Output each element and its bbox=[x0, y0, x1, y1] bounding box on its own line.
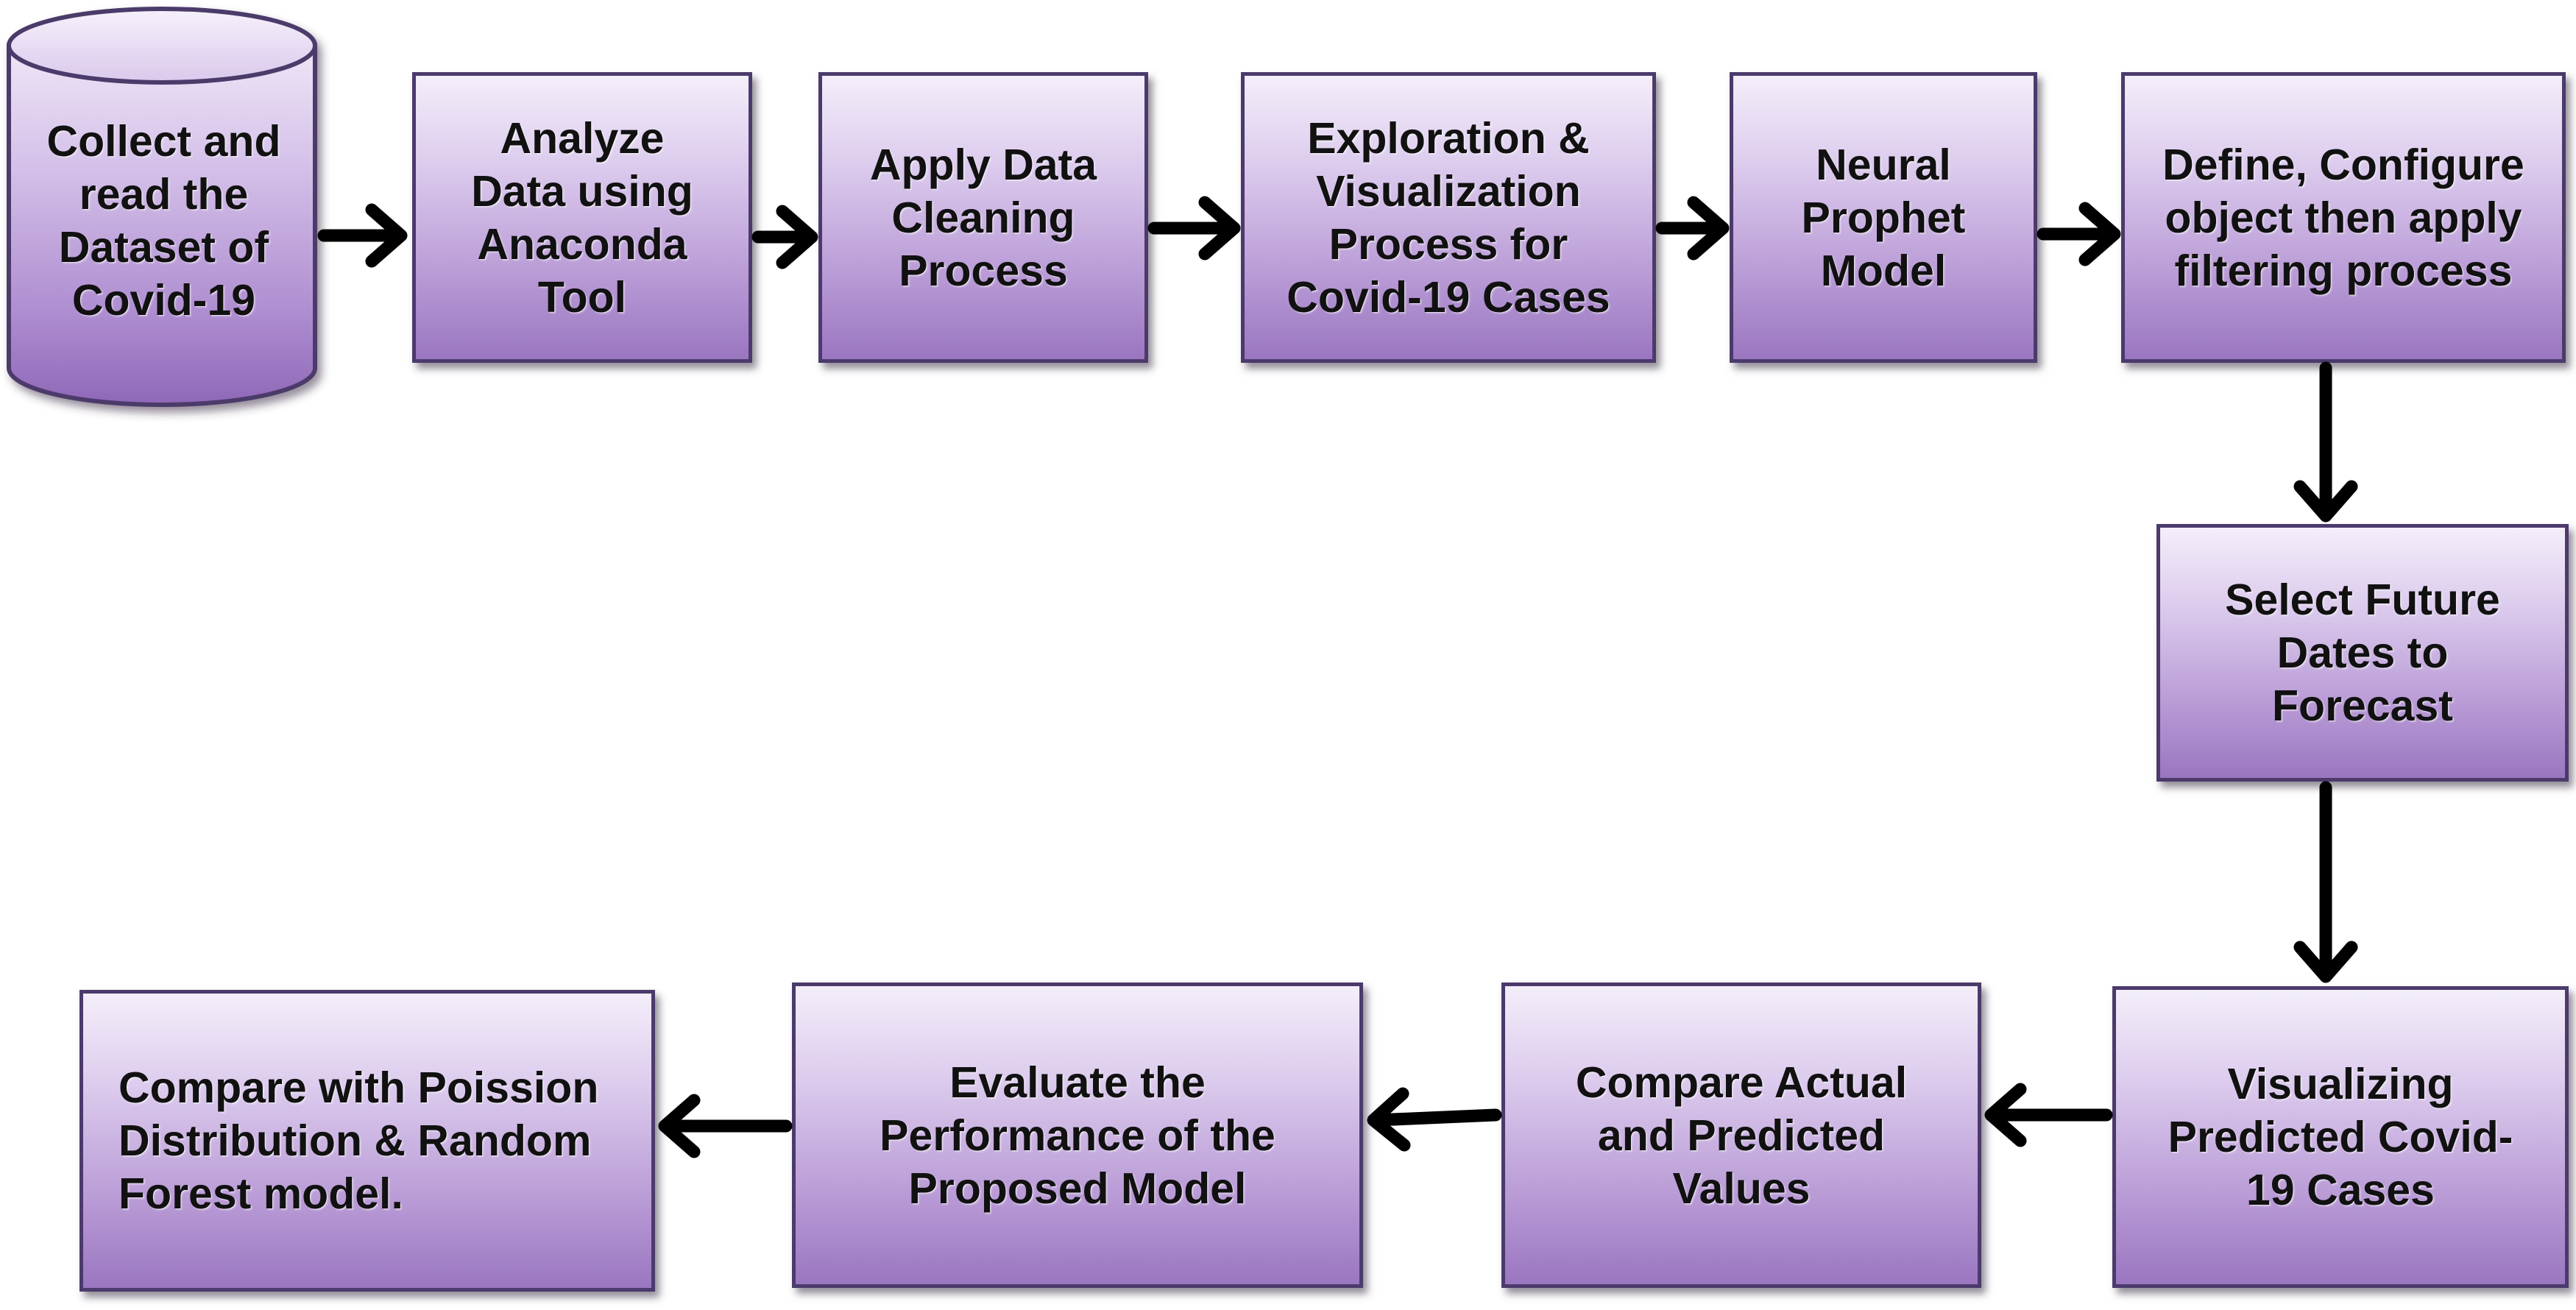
arrow-cleaning-to-exploration bbox=[1147, 196, 1241, 261]
arrow-compare-to-evaluate bbox=[1367, 1087, 1502, 1152]
arrow-collect-to-analyze bbox=[317, 203, 408, 268]
step-data-cleaning: Apply Data Cleaning Process bbox=[818, 72, 1148, 363]
step-cleaning-label: Apply Data Cleaning Process bbox=[869, 140, 1097, 295]
step-define-configure: Define, Configure object then apply filt… bbox=[2121, 72, 2566, 363]
step-select-future-dates: Select Future Dates to Forecast bbox=[2156, 524, 2569, 782]
arrow-select-to-visualizing bbox=[2293, 781, 2358, 983]
step-compare-poisson-rf: Compare with Poission Distribution & Ran… bbox=[79, 990, 655, 1292]
step-evaluate-performance: Evaluate the Performance of the Proposed… bbox=[792, 982, 1363, 1288]
arrow-visualizing-to-compare bbox=[1984, 1083, 2113, 1147]
step-compare-actual-label: Compare Actual and Predicted Values bbox=[1575, 1058, 1908, 1213]
arrow-neural-to-define bbox=[2037, 202, 2121, 266]
arrow-exploration-to-neural bbox=[1655, 196, 1730, 261]
step-define-label: Define, Configure object then apply filt… bbox=[2162, 140, 2524, 295]
step-analyze-label: Analyze Data using Anaconda Tool bbox=[471, 113, 693, 322]
step-visualizing-label: Visualizing Predicted Covid- 19 Cases bbox=[2168, 1060, 2513, 1214]
step-neural-prophet-model: Neural Prophet Model bbox=[1730, 72, 2037, 363]
arrow-define-to-select bbox=[2293, 361, 2358, 523]
step-evaluate-label: Evaluate the Performance of the Proposed… bbox=[880, 1058, 1275, 1213]
step-exploration-label: Exploration & Visualization Process for … bbox=[1287, 113, 1610, 322]
step-select-label: Select Future Dates to Forecast bbox=[2225, 576, 2500, 730]
arrow-evaluate-to-poisson bbox=[658, 1094, 793, 1158]
step-compare-poisson-label: Compare with Poission Distribution & Ran… bbox=[118, 1063, 599, 1218]
step-collect-dataset: Collect and read the Dataset of Covid-19 bbox=[11, 110, 316, 331]
step-visualizing-predicted: Visualizing Predicted Covid- 19 Cases bbox=[2112, 986, 2569, 1288]
step-collect-label: Collect and read the Dataset of Covid-19 bbox=[46, 117, 281, 325]
arrow-analyze-to-cleaning bbox=[751, 205, 818, 269]
step-exploration-visualization: Exploration & Visualization Process for … bbox=[1241, 72, 1656, 363]
step-neural-label: Neural Prophet Model bbox=[1801, 140, 1966, 295]
step-compare-actual-predicted: Compare Actual and Predicted Values bbox=[1501, 982, 1981, 1288]
step-analyze-data: Analyze Data using Anaconda Tool bbox=[412, 72, 752, 363]
